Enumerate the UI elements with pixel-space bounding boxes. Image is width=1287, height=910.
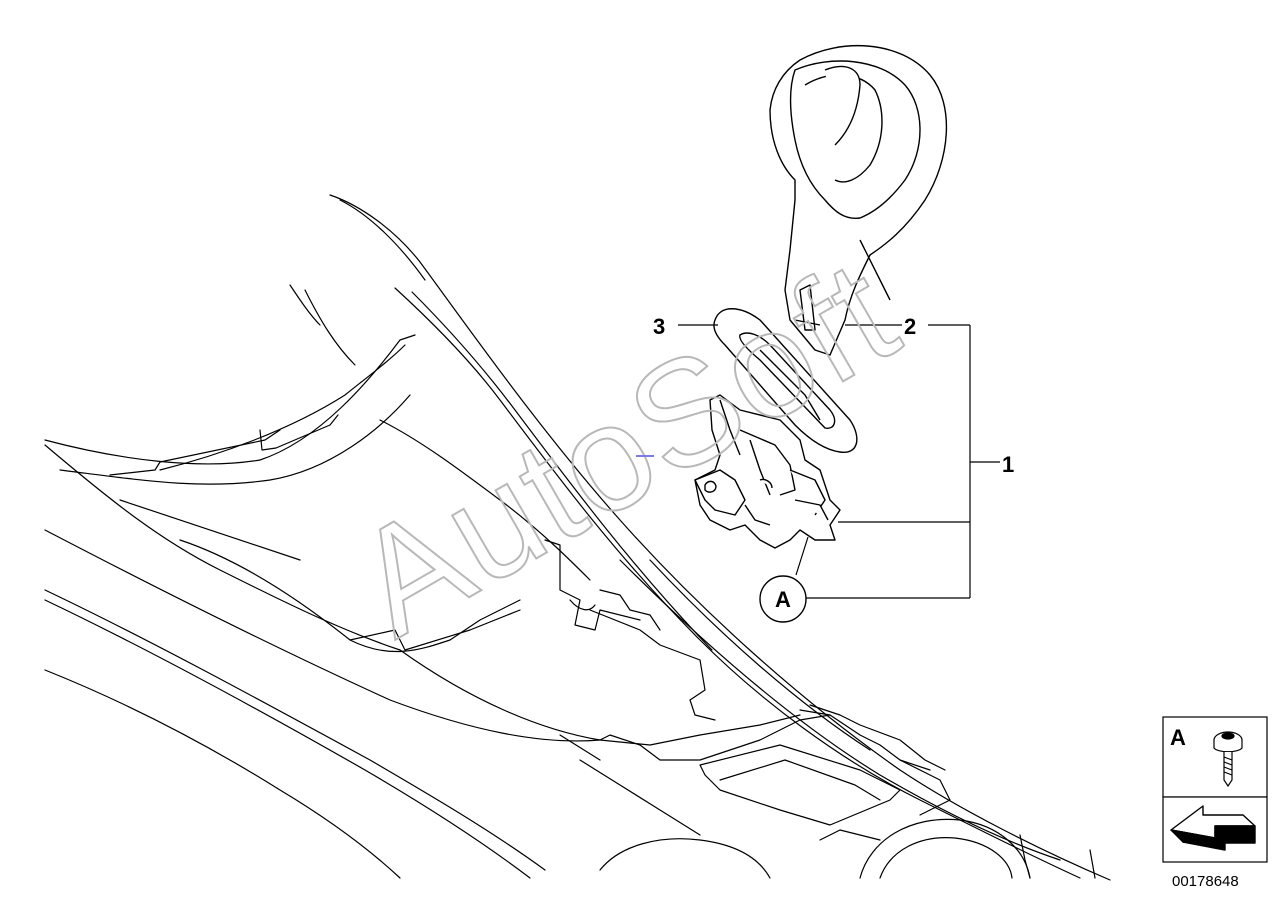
callout-3: 3	[653, 314, 665, 339]
diagram-part-number: 00178648	[1172, 873, 1239, 890]
direction-arrow-icon	[1170, 805, 1256, 851]
screw-icon	[1213, 731, 1243, 788]
trim-ring-part	[713, 308, 858, 453]
shifter-knob-part	[769, 45, 948, 356]
legend-letter: A	[1170, 725, 1186, 750]
center-console-drawing	[44, 194, 1111, 881]
selector-bracket-part	[694, 394, 841, 549]
callout-a: A	[775, 587, 791, 612]
leader-lines	[678, 324, 1000, 599]
callout-2: 2	[904, 314, 916, 339]
callout-1: 1	[1002, 452, 1014, 477]
legend-box: A	[1162, 716, 1268, 863]
callout-a-circle: A	[759, 575, 807, 623]
